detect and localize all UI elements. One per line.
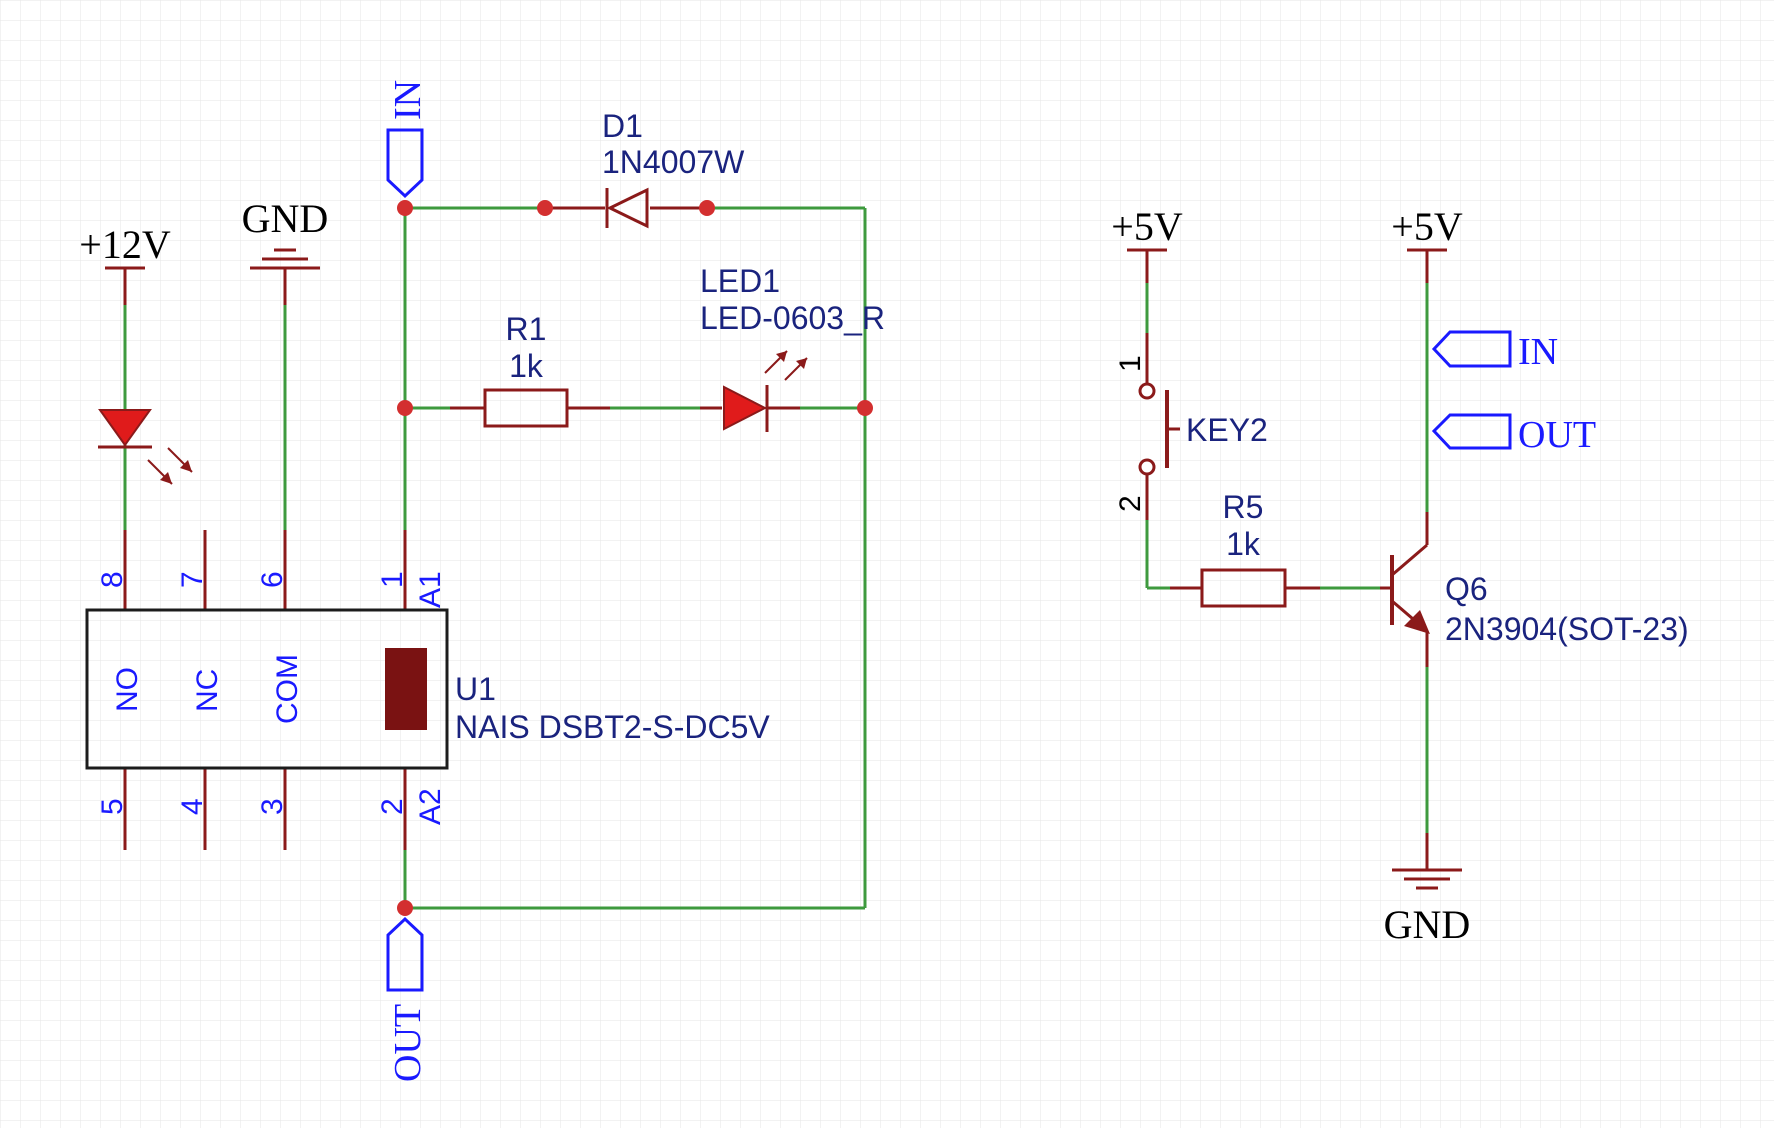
- net-port-in-top: [386, 128, 424, 199]
- led1-symbol: [723, 350, 808, 432]
- junctions: [397, 200, 873, 916]
- transistor-q6-symbol: [1390, 543, 1430, 634]
- r5-designator: R5: [1223, 489, 1264, 525]
- relay-pin-6: 6: [256, 571, 289, 588]
- net-port-out-bottom: [386, 916, 424, 992]
- relay-pin-name-nc: NC: [191, 669, 224, 712]
- power-5v-label-right: +5V: [1391, 204, 1463, 249]
- relay-coil: [385, 648, 427, 730]
- relay-pin-2: 2: [376, 798, 409, 815]
- gnd-label-left: GND: [242, 196, 329, 241]
- relay-pin-7: 7: [176, 571, 209, 588]
- relay-pin-5: 5: [96, 798, 129, 815]
- net-label-in-right: IN: [1518, 331, 1558, 373]
- relay-pin-3: 3: [256, 798, 289, 815]
- transistor-value: 2N3904(SOT-23): [1445, 611, 1689, 647]
- relay-body: [85, 608, 449, 770]
- indicator-led-symbol: [98, 409, 193, 485]
- relay-pin-a1: A1: [414, 571, 447, 608]
- led1-designator: LED1: [700, 263, 780, 299]
- diode-designator: D1: [602, 108, 643, 144]
- relay-pin-1: 1: [376, 571, 409, 588]
- net-label-in-top: IN: [387, 80, 429, 120]
- resistor-r1-body: [483, 388, 569, 428]
- net-port-in-right: [1431, 330, 1512, 368]
- power-5v-label-left: +5V: [1111, 204, 1183, 249]
- symbol-strokes: [105, 206, 1462, 890]
- relay-pin-4: 4: [176, 798, 209, 815]
- relay-pin-name-com: COM: [271, 654, 304, 724]
- net-label-out-right: OUT: [1518, 414, 1596, 456]
- key-pin-2: 2: [1114, 495, 1147, 512]
- diode-value: 1N4007W: [602, 144, 745, 180]
- relay-pin-8: 8: [96, 571, 129, 588]
- r1-value: 1k: [509, 348, 544, 384]
- relay-pin-a2: A2: [414, 788, 447, 825]
- diode-d1-symbol: [605, 187, 649, 229]
- net-port-out-right: [1431, 413, 1512, 450]
- transistor-designator: Q6: [1445, 571, 1488, 607]
- relay-designator: U1: [455, 671, 496, 707]
- led1-value: LED-0603_R: [700, 300, 885, 336]
- resistor-r5-body: [1200, 568, 1287, 608]
- r1-designator: R1: [506, 311, 547, 347]
- net-label-out-bottom: OUT: [387, 1004, 429, 1082]
- key-designator: KEY2: [1186, 412, 1268, 448]
- power-12v-label: +12V: [79, 222, 171, 267]
- relay-pin-name-no: NO: [111, 667, 144, 712]
- relay-value: NAIS DSBT2-S-DC5V: [455, 709, 770, 745]
- key-pin-1: 1: [1114, 355, 1147, 372]
- pushbutton-key2-symbol: [1138, 382, 1180, 476]
- net-ports: [386, 128, 1512, 992]
- gnd-label-right: GND: [1384, 902, 1471, 947]
- r5-value: 1k: [1226, 526, 1261, 562]
